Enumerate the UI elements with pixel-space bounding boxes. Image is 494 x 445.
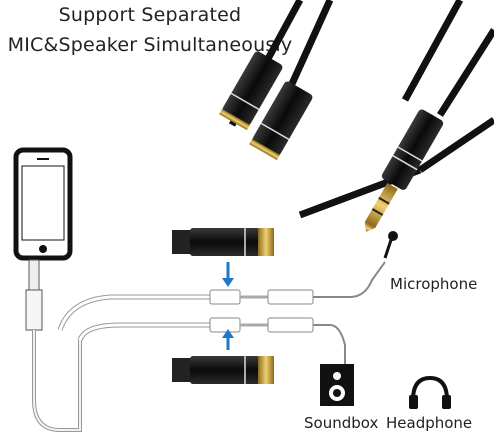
microphone-label: Microphone bbox=[390, 275, 478, 293]
female-jack-speaker bbox=[249, 81, 313, 161]
white-cable bbox=[57, 261, 386, 365]
headline-line-1: Support Separated bbox=[58, 4, 242, 26]
microphone-icon bbox=[383, 231, 398, 259]
headphone-label: Headphone bbox=[386, 414, 473, 432]
arrow-down-icon bbox=[222, 262, 234, 287]
female-jack-mic bbox=[219, 51, 283, 131]
soundbox-label: Soundbox bbox=[304, 414, 379, 432]
arrow-up-icon bbox=[222, 329, 234, 350]
smartphone-icon bbox=[13, 147, 73, 261]
female-jack-lower bbox=[172, 356, 274, 384]
speaker-icon bbox=[320, 364, 354, 406]
splitter-cable-black bbox=[219, 0, 494, 232]
male-plug-tip bbox=[364, 183, 398, 232]
male-plug bbox=[381, 109, 444, 190]
phone-plug bbox=[25, 259, 82, 432]
headline-line-2: MIC&Speaker Simultaneously bbox=[7, 34, 293, 56]
female-jack-upper bbox=[172, 228, 274, 256]
headphone-icon bbox=[409, 375, 451, 409]
